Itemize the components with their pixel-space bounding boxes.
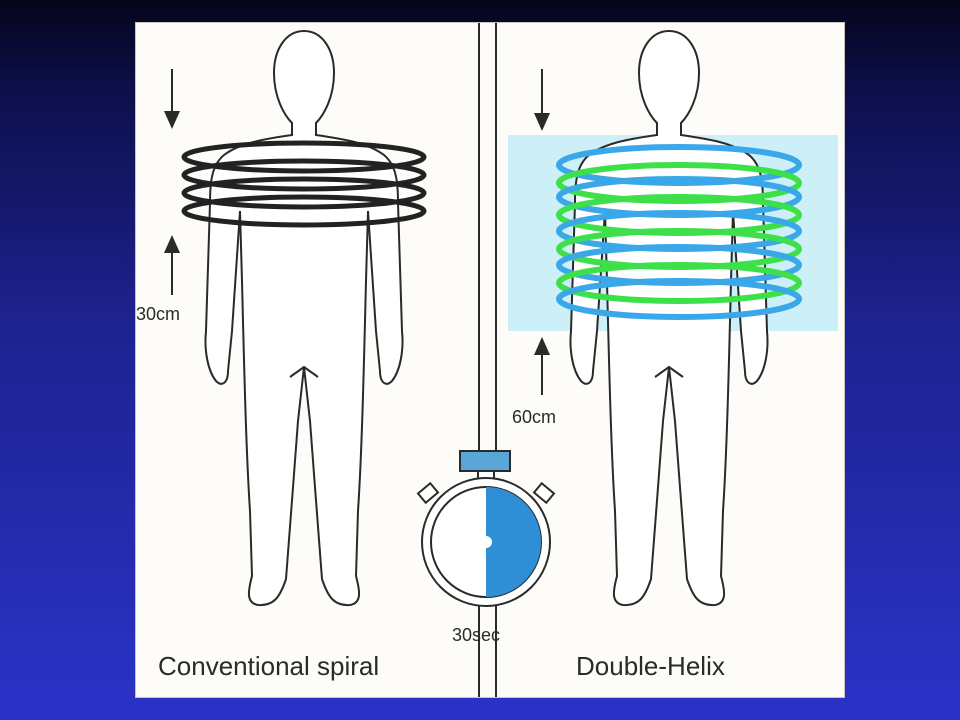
left-caption: Conventional spiral [158, 651, 379, 681]
left-bottom-arrow-icon [164, 235, 180, 295]
right-caption: Double-Helix [576, 651, 725, 681]
right-bottom-arrow-icon [534, 337, 550, 395]
right-coverage-label: 60cm [512, 407, 556, 427]
conventional-ring [181, 158, 427, 192]
left-body-figure [204, 30, 404, 607]
conventional-spiral-rings [181, 140, 427, 228]
figure-panel: 30cm 60cm [135, 22, 845, 698]
left-coverage-label: 30cm [136, 304, 180, 324]
conventional-ring [181, 176, 427, 210]
timer-label: 30sec [452, 625, 500, 645]
helix-ring [556, 144, 802, 186]
stopwatch-icon [416, 450, 556, 623]
left-top-arrow-icon [164, 69, 180, 129]
helix-ring [556, 262, 802, 304]
helix-ring [556, 278, 802, 320]
right-top-arrow-icon [534, 69, 550, 131]
conventional-ring [181, 194, 427, 228]
helix-ring [556, 162, 802, 204]
scan-comparison-diagram: 30cm 60cm [136, 23, 838, 697]
conventional-ring [181, 140, 427, 174]
stopwatch-elapsed-fill [486, 487, 541, 597]
double-helix-rings [556, 144, 802, 320]
